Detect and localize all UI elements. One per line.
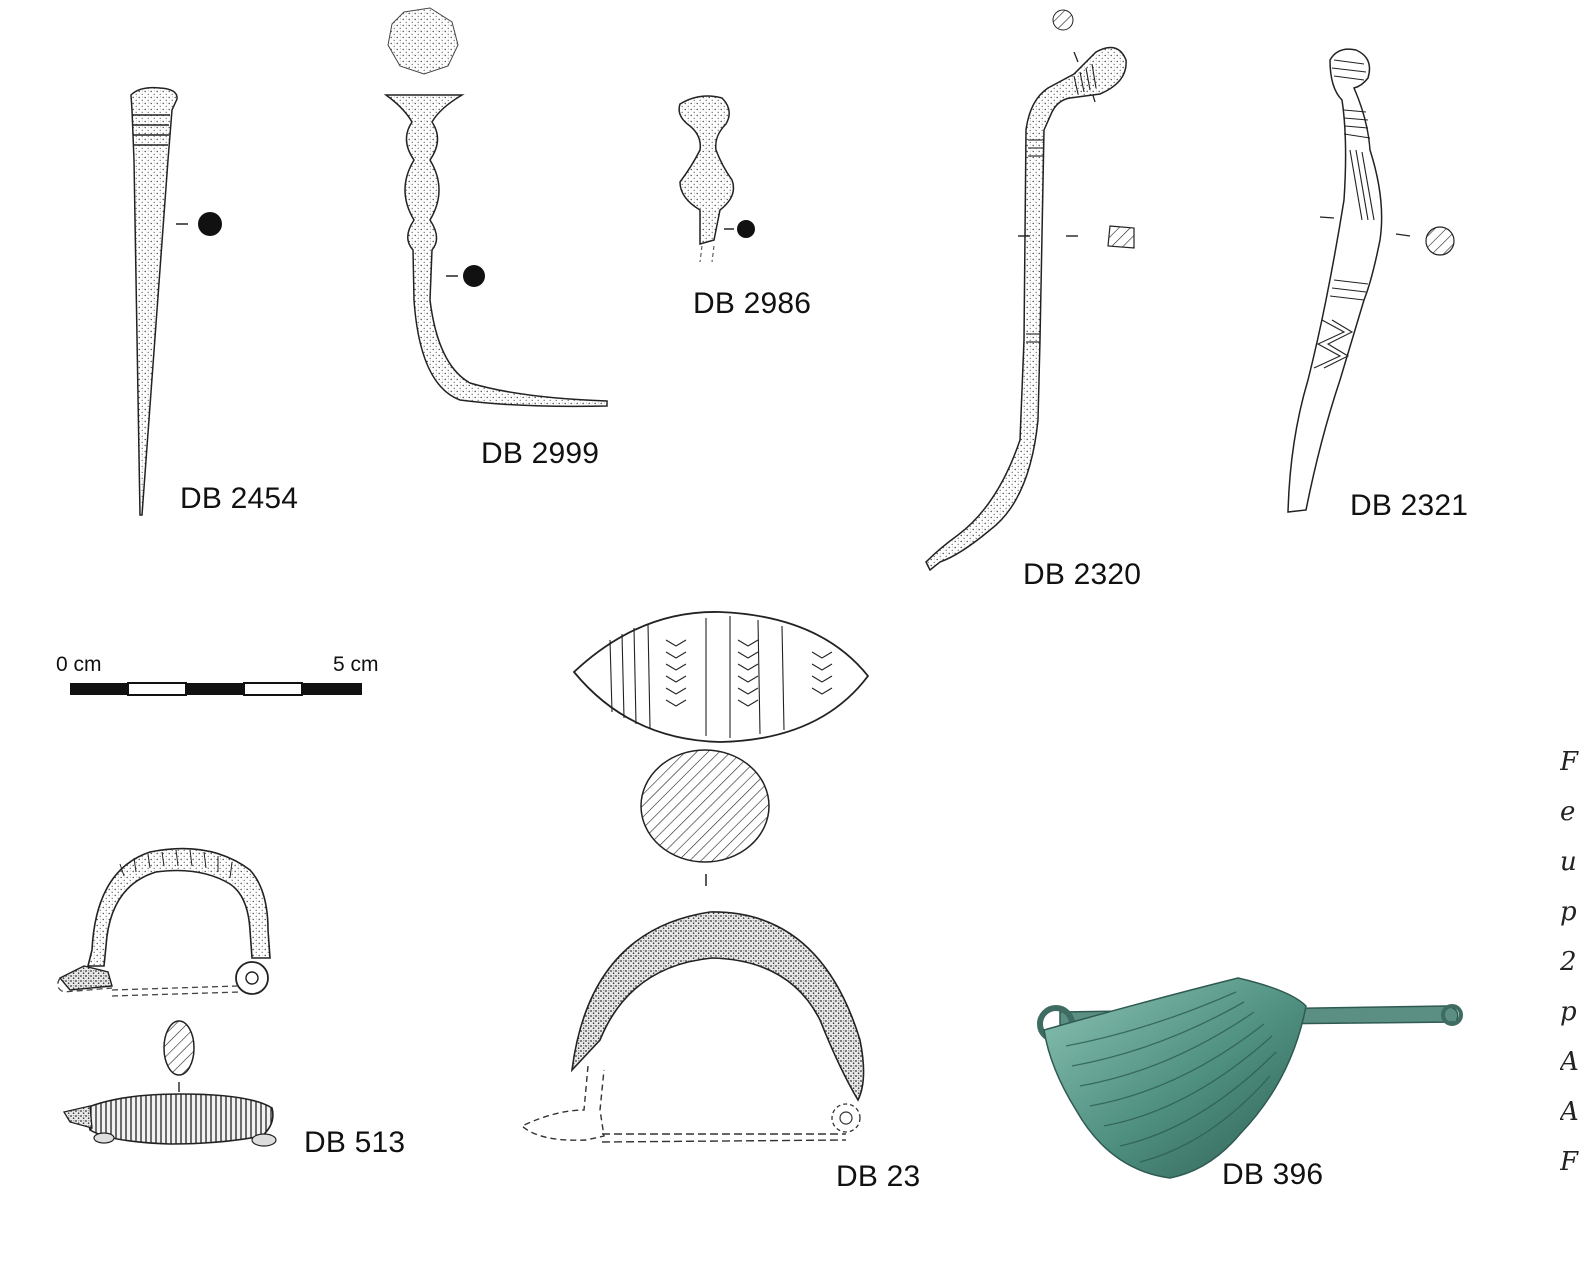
artifact-db513-side-view: [57, 847, 271, 997]
caption-fragment-line: F: [1560, 747, 1579, 777]
artifact-label-db2986: DB 2986: [693, 287, 812, 320]
scale-bar: [70, 682, 362, 696]
caption-fragment-line: A: [1560, 1047, 1579, 1077]
artifact-db2454-drawing: [130, 86, 222, 516]
artifact-db23-top-view: [572, 611, 870, 743]
caption-fragment-line: 2: [1560, 947, 1577, 977]
scale-bar-start-label: 0 cm: [56, 653, 102, 676]
caption-fragment-line: p: [1560, 997, 1577, 1027]
artifact-label-db513: DB 513: [304, 1126, 406, 1159]
artifact-db513-section: [163, 1020, 195, 1092]
artifact-db2320-drawing: [925, 9, 1135, 572]
artifact-db2999-drawing: [383, 7, 608, 408]
caption-fragment-line: F: [1560, 1147, 1579, 1177]
artifact-db513-top-view: [62, 1093, 277, 1147]
artifact-label-db2321: DB 2321: [1350, 489, 1469, 522]
caption-fragment-line: e: [1560, 797, 1576, 827]
artifact-db2321-drawing: [1287, 48, 1455, 513]
artifact-label-db396: DB 396: [1222, 1158, 1324, 1191]
artifact-label-db2999: DB 2999: [481, 437, 600, 470]
caption-fragment-line: A: [1560, 1097, 1579, 1127]
artifact-db23-section: [640, 749, 770, 886]
artifact-db23-side-view: [520, 911, 865, 1143]
artifact-label-db2320: DB 2320: [1023, 558, 1142, 591]
caption-fragment-line: u: [1560, 847, 1577, 877]
scale-bar-end-label: 5 cm: [333, 653, 379, 676]
caption-fragment-line: p: [1560, 897, 1577, 927]
artifact-db2986-drawing: [678, 95, 755, 263]
artifact-label-db2454: DB 2454: [180, 482, 299, 515]
artifact-db396-photo: [1037, 977, 1463, 1179]
artifact-label-db23: DB 23: [836, 1160, 921, 1193]
